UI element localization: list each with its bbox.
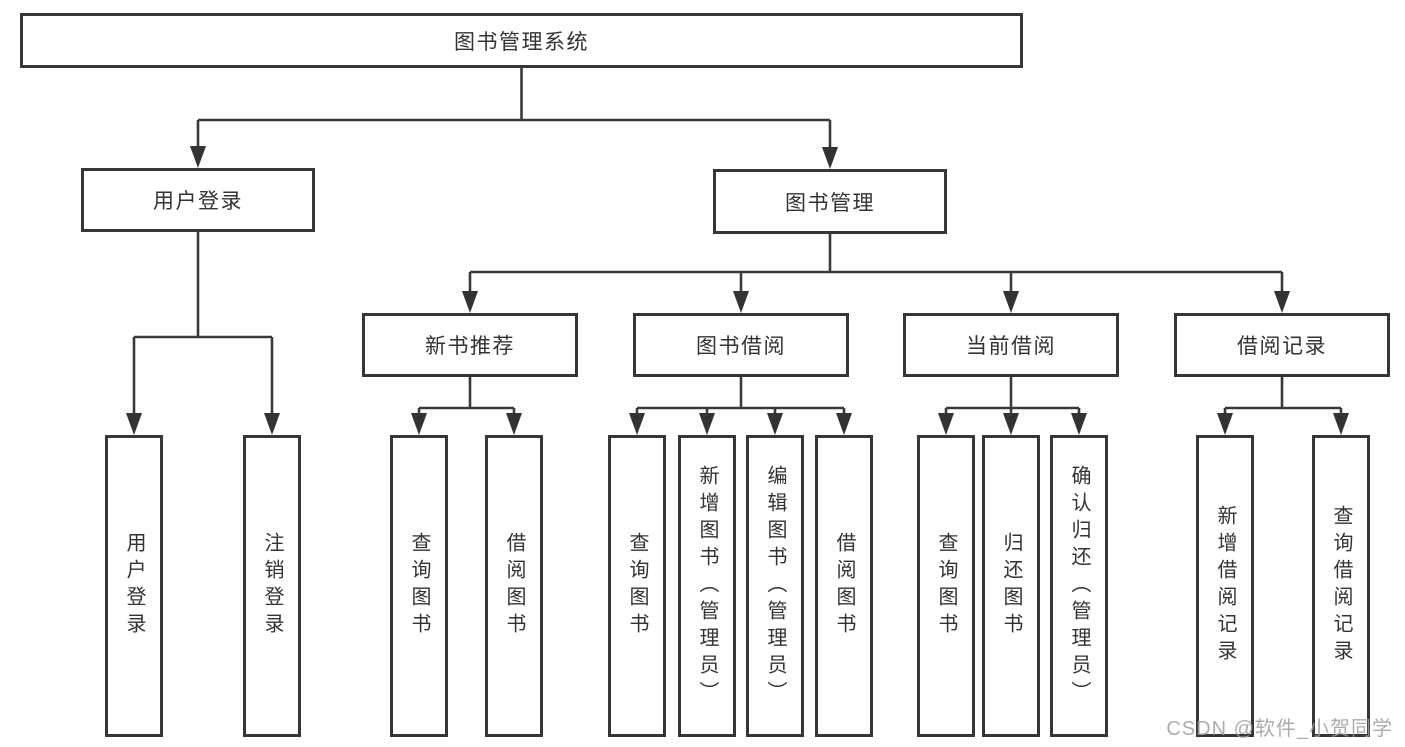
node-records-query-borrow-record: 查询借阅记录 [1312, 435, 1370, 737]
node-bookborrow-edit-books-admin: 编辑图书（管理员） [746, 435, 804, 737]
node-bookborrow-borrow-books: 借阅图书 [815, 435, 873, 737]
node-library-management-system: 图书管理系统 [20, 13, 1023, 68]
csdn-watermark: CSDN @软件_小贺同学 [1166, 718, 1393, 740]
node-newbookrec-borrow-books: 借阅图书 [485, 435, 543, 737]
arrowheads [126, 146, 1349, 435]
node-borrowing-records: 借阅记录 [1174, 313, 1390, 377]
node-logout-login: 注销登录 [243, 435, 301, 737]
node-book-borrowing: 图书借阅 [633, 313, 849, 377]
node-user-login-branch: 用户登录 [81, 168, 315, 232]
node-new-book-recommend: 新书推荐 [362, 313, 578, 377]
node-bookborrow-add-books-admin: 新增图书（管理员） [678, 435, 736, 737]
node-currentborrow-confirm-return-admin: 确认归还（管理员） [1050, 435, 1108, 737]
node-newbookrec-query-books: 查询图书 [390, 435, 448, 737]
node-currentborrow-query-books: 查询图书 [917, 435, 975, 737]
node-currentborrow-return-books: 归还图书 [982, 435, 1040, 737]
node-bookborrow-query-books: 查询图书 [608, 435, 666, 737]
node-records-add-borrow-record: 新增借阅记录 [1196, 435, 1254, 737]
node-user-login: 用户登录 [105, 435, 163, 737]
node-book-management: 图书管理 [713, 169, 947, 234]
node-current-borrowing: 当前借阅 [903, 313, 1119, 377]
